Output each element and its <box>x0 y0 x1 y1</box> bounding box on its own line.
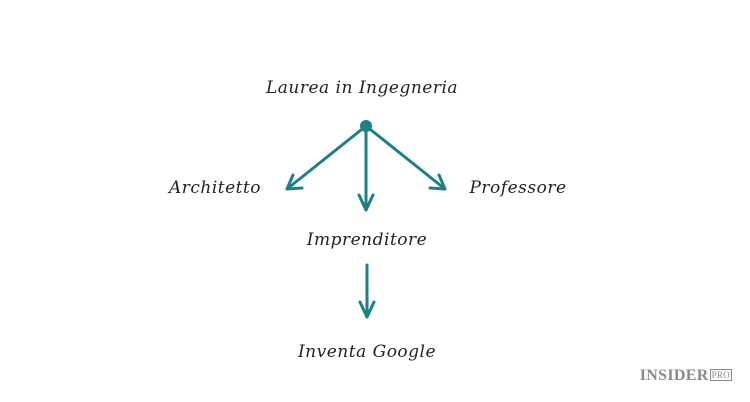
node-professore: Professore <box>469 178 567 198</box>
node-imprenditore: Imprenditore <box>306 230 428 250</box>
arrow-to-imprenditore <box>357 124 375 212</box>
root-node-dot <box>360 120 372 132</box>
brand-suffix: PRO <box>709 369 732 381</box>
arrow-to-architetto <box>285 124 368 191</box>
arrow-to-professore <box>364 124 447 191</box>
arrow-to-inventa-google <box>358 263 376 319</box>
node-final: Inventa Google <box>297 342 437 362</box>
brand-name: INSIDER <box>639 367 709 384</box>
node-architetto: Architetto <box>168 178 262 198</box>
node-root: Laurea in Ingegneria <box>265 78 459 98</box>
